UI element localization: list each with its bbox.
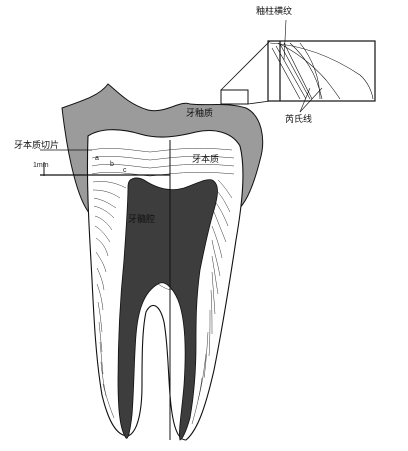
label-hunter-schreger-bands: 芮氏线 [285, 113, 312, 124]
label-point-c: c [123, 167, 127, 174]
label-point-a: a [95, 155, 99, 162]
leader-enamel-rod-striations [283, 19, 287, 61]
magnify-connector-bottom [247, 100, 271, 105]
label-dentin: 牙本质 [192, 153, 219, 164]
pulp-cavity [117, 177, 218, 441]
tooth-body [86, 129, 244, 441]
label-enamel-rod-striations: 釉柱横纹 [256, 5, 292, 16]
label-point-b: b [110, 161, 114, 168]
leader-hunter-schreger-2 [299, 87, 323, 113]
label-pulp-cavity: 牙髓腔 [128, 213, 155, 224]
label-dentin-slice: 牙本质切片 [14, 139, 59, 150]
magnify-source-box [220, 89, 249, 105]
magnified-inset-box [267, 40, 376, 102]
magnify-connector-top [220, 40, 271, 91]
label-scale: 1mm [33, 162, 49, 169]
leader-hunter-schreger-1 [299, 87, 311, 113]
inset-striations [269, 42, 374, 100]
label-enamel: 牙釉质 [186, 107, 213, 118]
